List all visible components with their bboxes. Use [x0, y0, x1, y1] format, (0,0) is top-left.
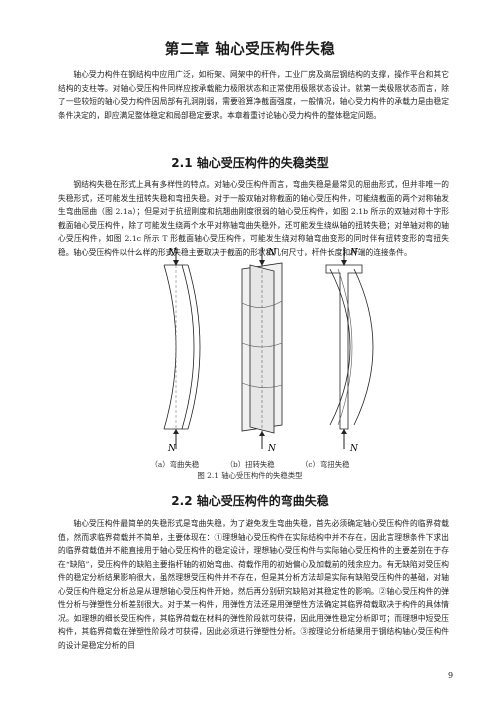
- page-number: 9: [448, 671, 454, 680]
- subcaption-a: （a）弯曲失稳: [150, 460, 200, 469]
- diagram-a-flexural: N N: [163, 247, 201, 454]
- section-2-2-paragraph: 轴心受压构件最简单的失稳形式是弯曲失稳，为了避免发生弯曲失稳，首先必须确定轴心受…: [58, 519, 449, 650]
- figure-caption: 图 2.1 轴心受压构件的失稳类型: [197, 471, 303, 480]
- subcaption-b: （b）扭转失稳: [225, 460, 275, 469]
- figure-2-1-diagram: N N N N N: [163, 247, 374, 454]
- subcaption-c: （c）弯扭失稳: [301, 460, 350, 469]
- force-label-top-c: N: [349, 248, 359, 258]
- diagram-b-torsional: N N: [241, 247, 283, 454]
- section-title-2-2: 2.2 轴心受压构件的弯曲失稳: [171, 494, 329, 508]
- chapter-title: 第二章 轴心受压构件失稳: [164, 42, 336, 58]
- force-label-top-a: N: [167, 248, 177, 258]
- force-label-top-b: N: [267, 248, 277, 258]
- force-label-bottom-c: N: [349, 444, 359, 454]
- diagram-c-flexural-torsional: N N: [325, 247, 374, 454]
- force-label-bottom-b: N: [267, 444, 277, 454]
- section-2-1-paragraph: 钢结构失稳在形式上具有多样性的特点。对轴心受压构件而言，弯曲失稳是最常见的屈曲形…: [58, 180, 449, 257]
- intro-paragraph: 轴心受力构件在钢结构中应用广泛，如桁架、网架中的杆件，工业厂房及高层钢结构的支撑…: [58, 70, 449, 120]
- force-label-bottom-a: N: [167, 444, 177, 454]
- figure-subcaptions: （a）弯曲失稳 （b）扭转失稳 （c）弯扭失稳: [0, 459, 500, 470]
- section-title-2-1: 2.1 轴心受压构件的失稳类型: [171, 156, 329, 170]
